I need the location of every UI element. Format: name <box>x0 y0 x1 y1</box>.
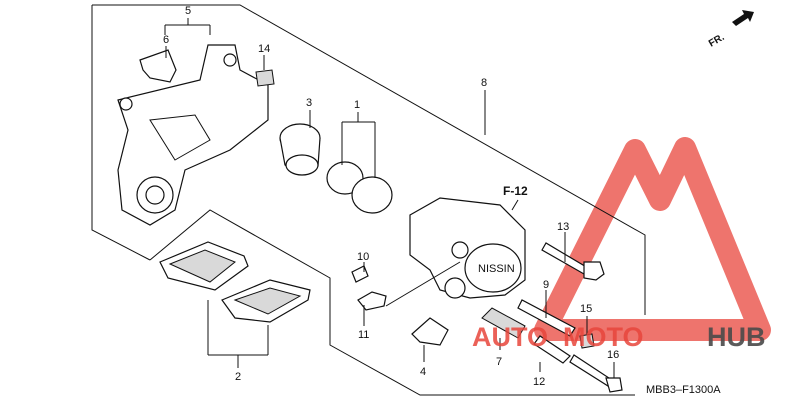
callout-4: 4 <box>420 366 426 378</box>
forward-label: FR. <box>707 32 727 50</box>
watermark-text-hub: HUB <box>707 322 766 352</box>
caliper-bracket <box>117 44 269 226</box>
bleeder-cap <box>255 69 275 87</box>
brake-pads <box>159 241 311 323</box>
caliper-pin <box>357 291 387 311</box>
pad-spring <box>411 317 449 346</box>
callout-13: 13 <box>557 221 569 233</box>
callout-2: 2 <box>235 371 241 383</box>
callout-16: 16 <box>607 349 619 361</box>
slide-pins <box>517 242 623 393</box>
reference-label: F-12 <box>503 184 528 198</box>
callout-8: 8 <box>481 77 487 89</box>
watermark-text-moto: MOTO <box>563 322 644 352</box>
watermark-text-auto: AUTO <box>472 322 548 352</box>
caliper-brand-mark: NISSIN <box>478 263 515 275</box>
callout-14: 14 <box>258 43 270 55</box>
forward-arrow-icon <box>732 10 754 26</box>
pin-cap <box>579 333 595 349</box>
pin-boot <box>481 307 526 339</box>
callout-9: 9 <box>543 279 549 291</box>
callout-15: 15 <box>580 303 592 315</box>
callout-10: 10 <box>357 251 369 263</box>
callout-5: 5 <box>185 5 191 17</box>
callout-1: 1 <box>354 99 360 111</box>
caliper-body: NISSIN <box>409 197 526 299</box>
callout-3: 3 <box>306 97 312 109</box>
piston-seals <box>326 161 393 214</box>
leader-lines <box>164 18 615 378</box>
bleeder-screw <box>351 265 369 283</box>
bracket-clip <box>139 49 177 83</box>
callout-6: 6 <box>163 34 169 46</box>
piston <box>279 123 321 176</box>
callout-11: 11 <box>358 329 369 341</box>
callout-12: 12 <box>533 376 545 388</box>
diagram-code: MBB3–F1300A <box>646 384 721 396</box>
watermark-logo <box>534 137 771 341</box>
assembly-frame <box>91 4 646 396</box>
callout-7: 7 <box>496 356 502 368</box>
